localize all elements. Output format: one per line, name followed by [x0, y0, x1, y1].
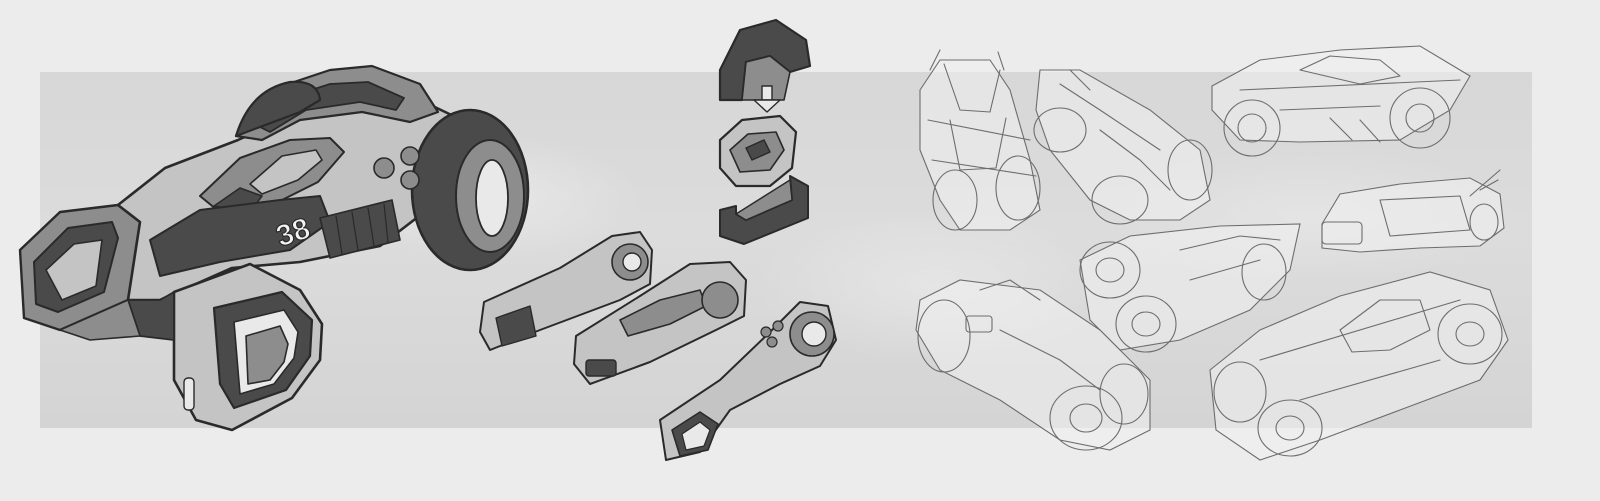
sketch-variants — [915, 45, 1509, 461]
exploded-parts — [479, 18, 837, 461]
sketch-variant-1 — [919, 49, 1041, 231]
side-vent-grille — [319, 199, 401, 259]
sketch-variant-2 — [1033, 69, 1213, 225]
sketch-variant-4 — [1321, 169, 1505, 253]
sketch-variant-6 — [915, 279, 1151, 451]
main-car-render: 38 — [18, 64, 530, 432]
assembly-arrow-icon — [753, 85, 781, 113]
sketch-variant-7 — [1209, 271, 1509, 461]
round-lights — [373, 146, 420, 190]
sketch-variant-3 — [1211, 45, 1471, 157]
